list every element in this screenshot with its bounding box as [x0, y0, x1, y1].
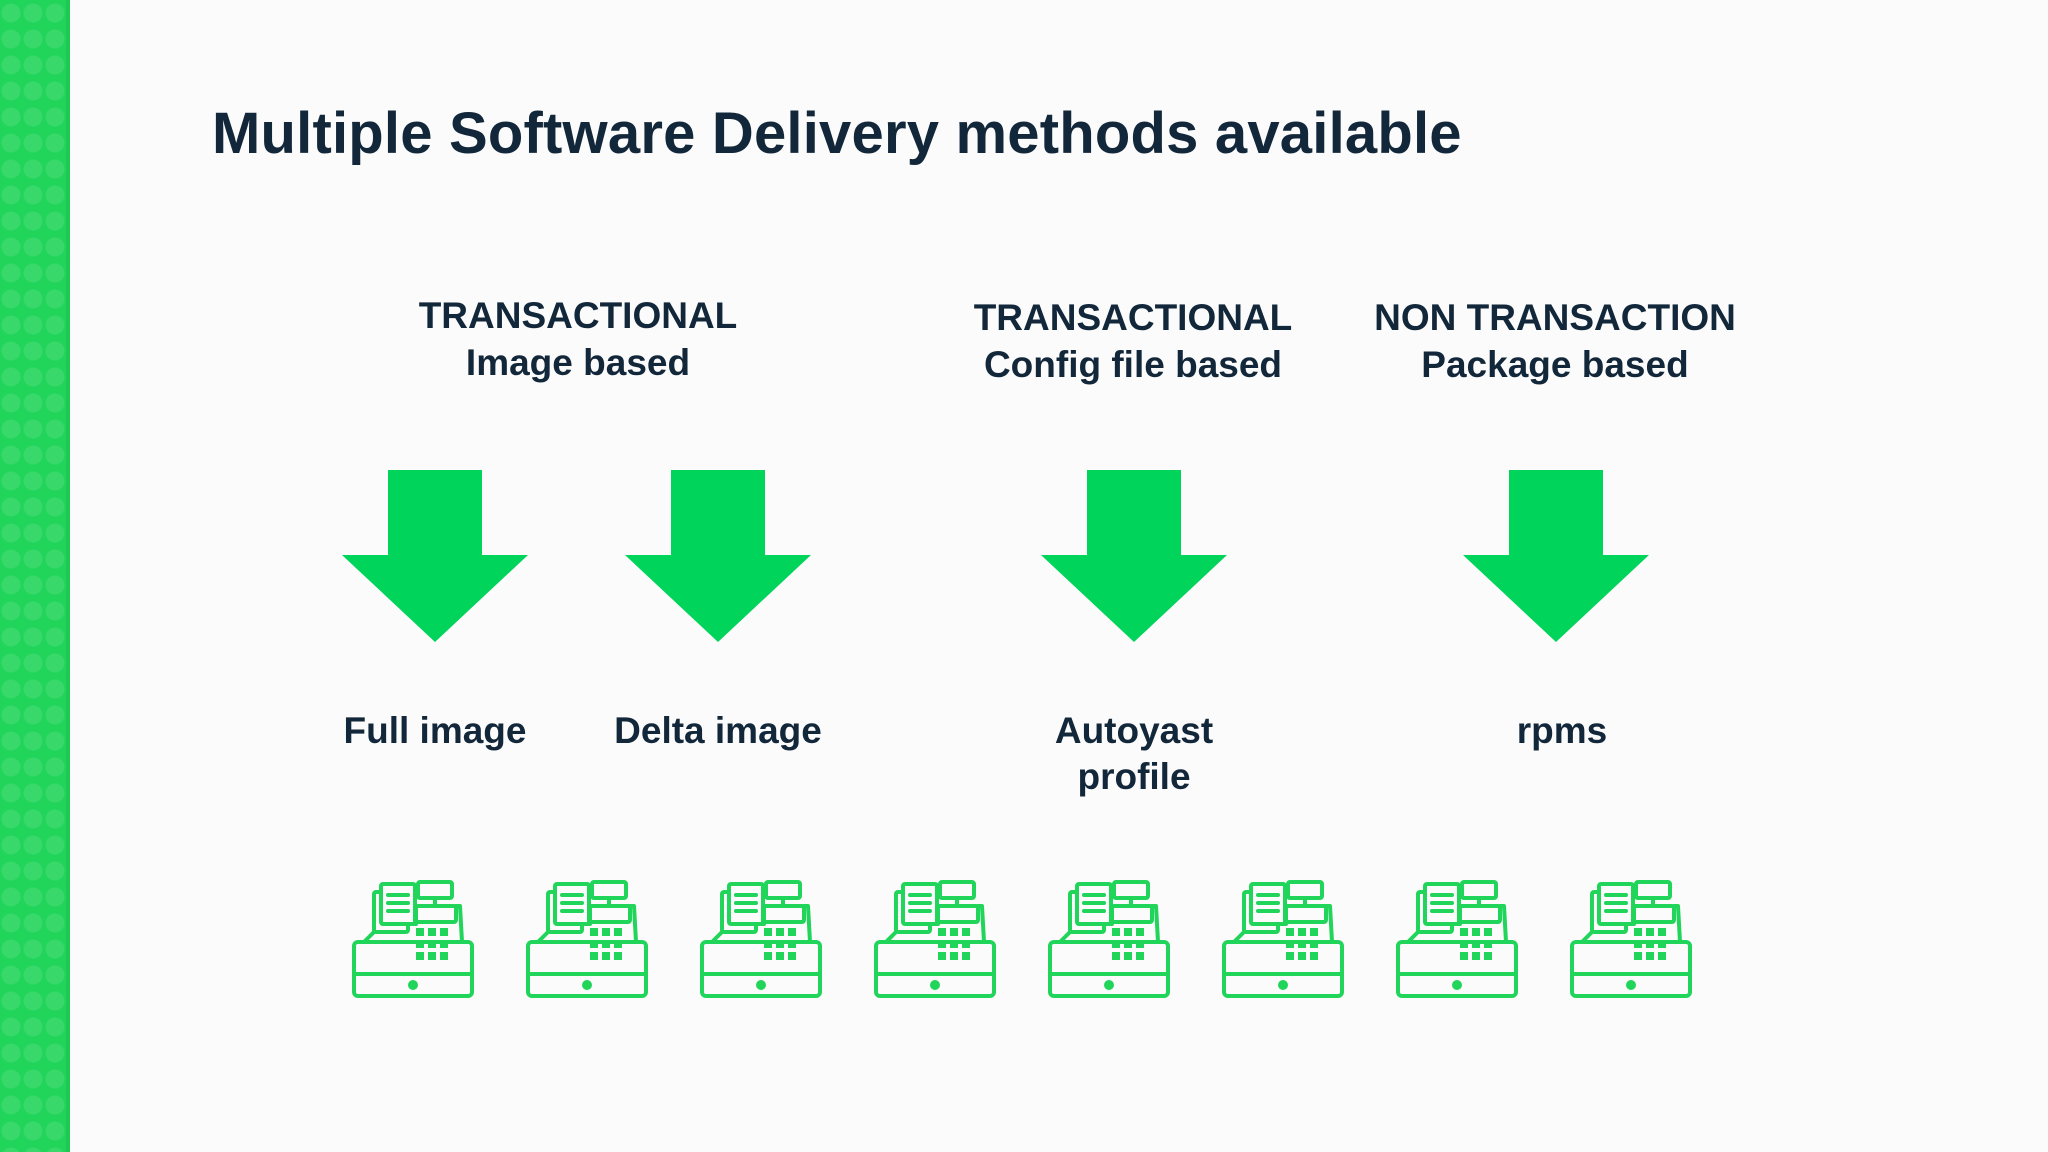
method-header-line2: Package based — [1421, 344, 1689, 385]
method-header-config-file-based: TRANSACTIONAL Config file based — [923, 294, 1343, 388]
output-label-line1: rpms — [1516, 710, 1608, 751]
down-arrow-icon — [342, 470, 528, 642]
cash-register-icon — [1568, 876, 1694, 1002]
side-accent-bar — [0, 0, 70, 1152]
cash-register-icon — [350, 876, 476, 1002]
method-header-image-based: TRANSACTIONAL Image based — [368, 292, 788, 386]
output-label-autoyast-profile: Autoyast profile — [984, 708, 1284, 800]
side-accent-edge — [66, 0, 70, 1152]
output-label-line1: Full image — [343, 710, 527, 751]
method-header-line2: Config file based — [983, 344, 1283, 385]
output-label-rpms: rpms — [1412, 708, 1712, 754]
output-label-full-image: Full image — [285, 708, 585, 754]
method-header-line1: TRANSACTIONAL — [418, 295, 738, 336]
device-row — [350, 876, 1700, 1006]
cash-register-icon — [1394, 876, 1520, 1002]
down-arrow-icon — [625, 470, 811, 642]
cash-register-icon — [698, 876, 824, 1002]
cash-register-icon — [524, 876, 650, 1002]
output-label-line2: profile — [1077, 756, 1191, 797]
method-header-line1: NON TRANSACTION — [1374, 297, 1736, 338]
cash-register-icon — [1220, 876, 1346, 1002]
down-arrow-icon — [1463, 470, 1649, 642]
down-arrow-icon — [1041, 470, 1227, 642]
method-header-line2: Image based — [465, 342, 691, 383]
method-header-package-based: NON TRANSACTION Package based — [1345, 294, 1765, 388]
method-header-line1: TRANSACTIONAL — [973, 297, 1293, 338]
output-label-line1: Autoyast — [1054, 710, 1214, 751]
output-label-delta-image: Delta image — [568, 708, 868, 754]
output-label-line1: Delta image — [614, 710, 822, 751]
slide-title: Multiple Software Delivery methods avail… — [212, 101, 1462, 166]
cash-register-icon — [1046, 876, 1172, 1002]
cash-register-icon — [872, 876, 998, 1002]
